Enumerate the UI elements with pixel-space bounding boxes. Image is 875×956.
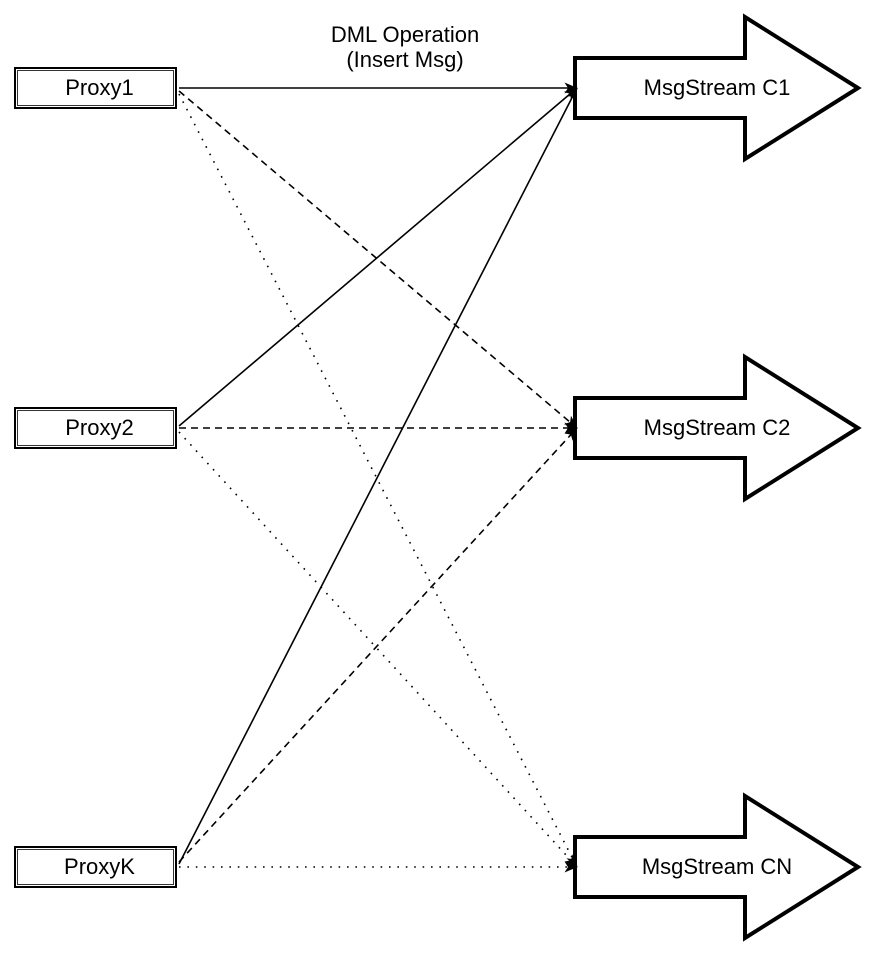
proxy-node-k: ProxyK [14,846,177,888]
edge-proxy1-to-c2 [178,90,578,429]
proxy-node-1: Proxy1 [14,67,177,109]
msgstream-arrow-c2 [573,353,862,503]
proxy-node-2-label: Proxy2 [65,415,134,440]
edge-proxyk-to-c2 [178,427,578,863]
proxy-node-2: Proxy2 [14,407,177,449]
msgstream-arrow-c1 [573,13,862,163]
diagram-title-line1: DML Operation [330,22,480,47]
edge-proxy2-to-cn [178,431,578,868]
diagram-title: DML Operation (Insert Msg) [245,22,565,72]
proxy-node-1-label: Proxy1 [65,75,134,100]
edge-proxy2-to-c1 [178,87,578,427]
edge-proxy1-to-cn [178,93,578,868]
proxy-node-k-label: ProxyK [64,854,135,879]
edge-proxyk-to-c1 [178,87,578,865]
diagram-title-line2: (Insert Msg) [346,47,464,72]
msgstream-arrow-cn [573,792,862,942]
